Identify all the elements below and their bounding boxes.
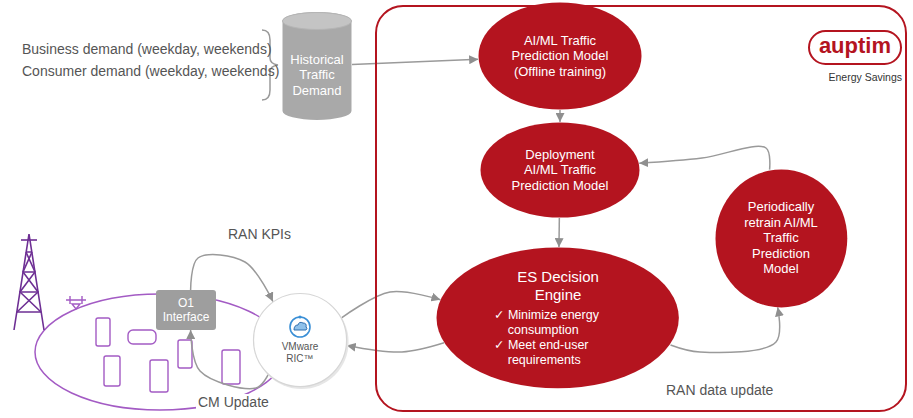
connector <box>639 146 770 169</box>
node-text: Historical Traffic Demand <box>286 52 348 99</box>
connector <box>558 218 560 247</box>
node-content: Periodically retrain AI/ML Traffic Predi… <box>736 199 826 277</box>
node-content: VMware RIC™ <box>267 315 333 365</box>
system-region: auptimEnergy Savings AI/ML Traffic Predic… <box>375 5 907 412</box>
node-text: ✓ Minimize energy consumption <box>494 308 622 338</box>
process-ellipse: Deployment AI/ML Traffic Prediction Mode… <box>480 122 640 218</box>
ric-node: VMware RIC™ <box>253 293 347 387</box>
decision-engine: ES Decision Engine ✓ Minimize energy cons… <box>436 247 679 389</box>
node-text: Periodically retrain AI/ML Traffic Predi… <box>736 199 826 277</box>
connector <box>559 110 561 122</box>
interface-box: O1 Interface <box>156 290 216 330</box>
edge-label: RAN data update <box>664 382 775 398</box>
node-content: ES Decision Engine ✓ Minimize energy cons… <box>494 268 622 368</box>
node-content: Deployment AI/ML Traffic Prediction Mode… <box>507 147 613 194</box>
side-label: Consumer demand (weekday, weekends) <box>22 63 279 79</box>
node-text: Energy Savings <box>806 71 902 84</box>
logo: auptimEnergy Savings <box>806 30 902 83</box>
data-store: Historical Traffic Demand <box>282 12 352 120</box>
node-text: AI/ML Traffic Prediction Model (Offline … <box>506 33 614 80</box>
cell-tower <box>14 234 44 330</box>
node-content: AI/ML Traffic Prediction Model (Offline … <box>506 33 614 80</box>
side-label: Business demand (weekday, weekends) <box>22 41 272 57</box>
node-content: Historical Traffic Demand <box>286 52 348 99</box>
node-text: ✓ Meet end-user requirements <box>494 338 622 368</box>
node-text: VMware RIC™ <box>267 341 333 365</box>
connector <box>671 307 780 352</box>
ric-icon <box>287 315 313 339</box>
edge-label: CM Update <box>196 394 271 410</box>
process-ellipse: Periodically retrain AI/ML Traffic Predi… <box>715 169 848 308</box>
node-text: ES Decision Engine <box>494 268 622 304</box>
connector <box>347 343 444 352</box>
ric-node-outline <box>253 293 347 387</box>
node-text: O1 Interface <box>160 296 212 325</box>
node-text: auptim <box>808 30 902 65</box>
edge-label: RAN KPIs <box>226 226 293 242</box>
node-text: Deployment AI/ML Traffic Prediction Mode… <box>507 147 613 194</box>
process-ellipse: AI/ML Traffic Prediction Model (Offline … <box>478 2 642 110</box>
connector <box>352 59 478 64</box>
connector <box>342 292 441 318</box>
node-content: O1 Interface <box>160 296 212 325</box>
